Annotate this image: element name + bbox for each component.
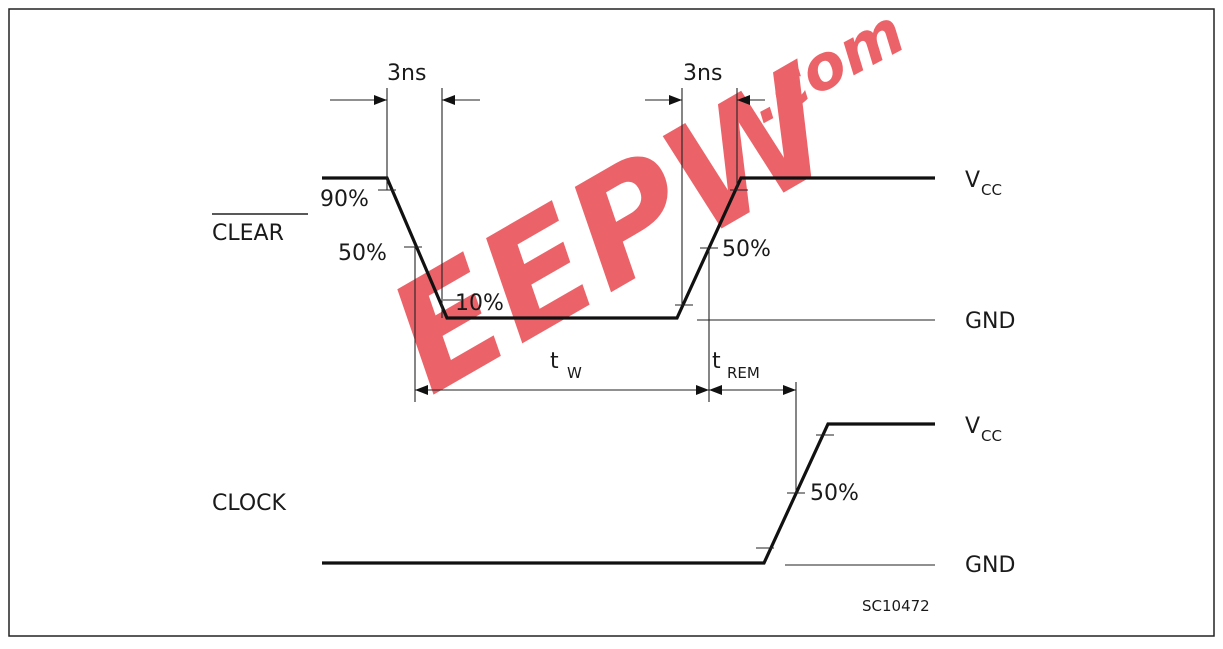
percent-50-rise-label: 50% <box>722 237 771 262</box>
percent-50-fall-label: 50% <box>338 241 387 266</box>
watermark-logo: EEPW .com <box>362 0 916 427</box>
percent-50-clock-label: 50% <box>810 481 859 506</box>
percent-10-label: 10% <box>455 291 504 316</box>
clear-waveform <box>322 176 935 320</box>
figure-frame <box>8 8 1215 637</box>
figure-id-label: SC10472 <box>862 597 930 615</box>
tw-dimension <box>415 385 709 395</box>
clear-label: CLEAR <box>212 221 284 246</box>
fall-time-dimension <box>330 95 480 105</box>
rise-time-dimension <box>645 95 765 105</box>
trem-label-sub: REM <box>727 364 760 382</box>
fall-time-label: 3ns <box>387 61 426 86</box>
vcc-sub-top: CC <box>981 181 1002 199</box>
vcc-sub-bottom: CC <box>981 427 1002 445</box>
gnd-label-bottom: GND <box>965 553 1015 578</box>
vcc-label-top: V <box>965 168 980 193</box>
tw-label-main: t <box>550 349 559 374</box>
rise-time-label: 3ns <box>683 61 722 86</box>
clock-label: CLOCK <box>212 491 287 516</box>
tw-label-sub: W <box>567 364 582 382</box>
trem-dimension <box>709 385 796 395</box>
trem-label-main: t <box>712 349 721 374</box>
watermark-domain: .com <box>734 0 916 138</box>
gnd-label-top: GND <box>965 309 1015 334</box>
percent-90-label: 90% <box>320 187 369 212</box>
vcc-label-bottom: V <box>965 414 980 439</box>
